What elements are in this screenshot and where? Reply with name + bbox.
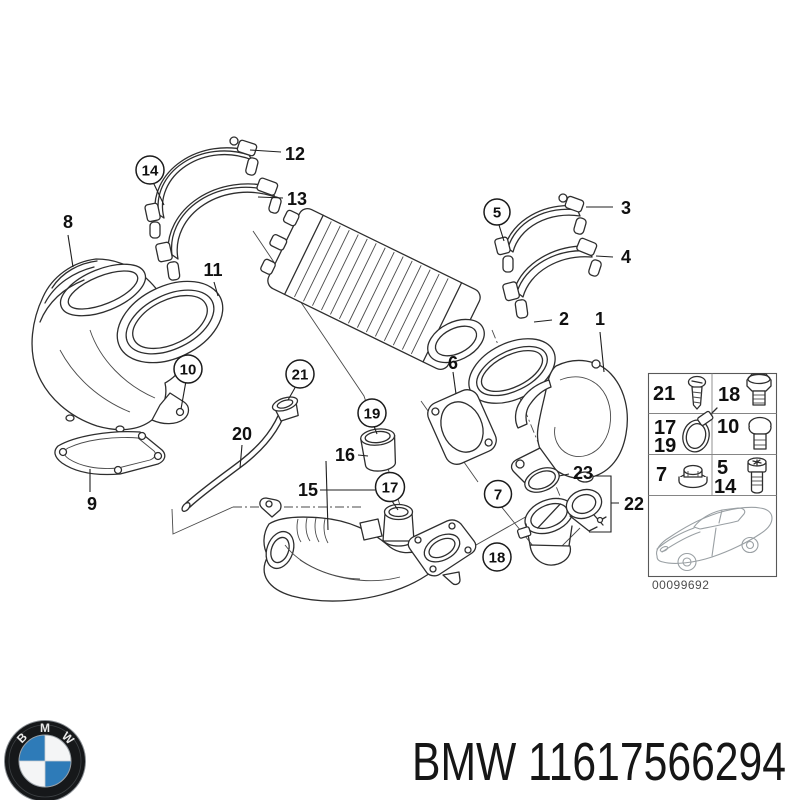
callout-15: 15 — [298, 480, 318, 500]
intercooler — [260, 208, 485, 370]
housing-gasket — [54, 430, 166, 476]
flange-nut-icon — [678, 464, 708, 489]
callout-16: 16 — [335, 445, 355, 465]
clamp-pair-left — [144, 136, 282, 281]
callout-23: 23 — [573, 463, 593, 483]
callout-8: 8 — [63, 212, 73, 232]
svg-text:5: 5 — [493, 205, 501, 222]
legend-label-17: 17 — [654, 417, 676, 439]
callout-circle-18: 18 — [482, 542, 512, 572]
screw-icon — [687, 375, 707, 410]
callout-circle-19: 19 — [357, 398, 387, 428]
callout-circle-5: 5 — [483, 198, 511, 226]
hose-clamp-icon — [682, 407, 718, 453]
leader-lines — [67, 149, 619, 533]
svg-text:7: 7 — [494, 487, 502, 504]
svg-text:10: 10 — [180, 362, 197, 379]
callout-circle-14: 14 — [135, 155, 165, 185]
legend-label-14: 14 — [714, 476, 737, 498]
callout-circle-10: 10 — [173, 354, 203, 384]
rubber-sleeve — [360, 428, 397, 472]
callout-4: 4 — [621, 247, 631, 267]
callout-11: 11 — [203, 260, 222, 280]
car-silhouette — [656, 506, 773, 572]
svg-text:14: 14 — [142, 163, 159, 180]
bmw-logo: B M W — [4, 720, 86, 800]
callout-9: 9 — [87, 494, 97, 514]
o-ring — [524, 467, 560, 493]
throttle-body — [516, 488, 607, 566]
callout-12: 12 — [285, 144, 305, 164]
part-number-text: BMW 11617566294 — [412, 732, 786, 792]
circled-callouts: 14 5 10 21 19 17 7 18 — [135, 155, 513, 572]
fastener-legend: 21 18 17 19 10 — [647, 372, 778, 592]
socket-screw-icon — [747, 457, 767, 494]
callout-13: 13 — [287, 189, 307, 209]
callout-3: 3 — [621, 198, 631, 218]
intake-pipe — [259, 497, 477, 602]
legend-label-21: 21 — [653, 383, 675, 405]
dome-bolt-icon — [748, 416, 772, 450]
hose-fitting — [271, 396, 299, 422]
callout-circle-17: 17 — [374, 471, 406, 503]
logo-letter-m: M — [40, 721, 50, 735]
legend-image-code: 00099692 — [652, 578, 709, 592]
svg-text:21: 21 — [292, 367, 309, 384]
svg-text:18: 18 — [489, 550, 506, 567]
legend-label-5: 5 — [717, 457, 728, 479]
flange-bolt-icon — [746, 373, 772, 406]
callout-labels: 8 9 11 12 13 3 4 2 1 6 20 16 15 23 22 — [63, 144, 644, 514]
callout-20: 20 — [232, 424, 252, 444]
callout-circle-21: 21 — [285, 359, 315, 389]
svg-text:19: 19 — [364, 406, 381, 423]
legend-label-18: 18 — [718, 384, 740, 406]
clamp-pair-right — [494, 193, 602, 319]
legend-label-19: 19 — [654, 435, 676, 457]
callout-6: 6 — [448, 353, 458, 373]
callout-2: 2 — [559, 309, 569, 329]
intake-duct-ring — [116, 280, 224, 364]
flange-gasket — [427, 389, 497, 465]
legend-label-7: 7 — [656, 464, 667, 486]
legend-label-10: 10 — [717, 416, 739, 438]
bmw-roundel-quadrants — [18, 734, 72, 788]
callout-22: 22 — [624, 494, 644, 514]
callout-1: 1 — [595, 309, 605, 329]
vent-hose — [181, 396, 299, 512]
callout-circle-7: 7 — [483, 479, 513, 509]
svg-text:17: 17 — [382, 480, 399, 497]
